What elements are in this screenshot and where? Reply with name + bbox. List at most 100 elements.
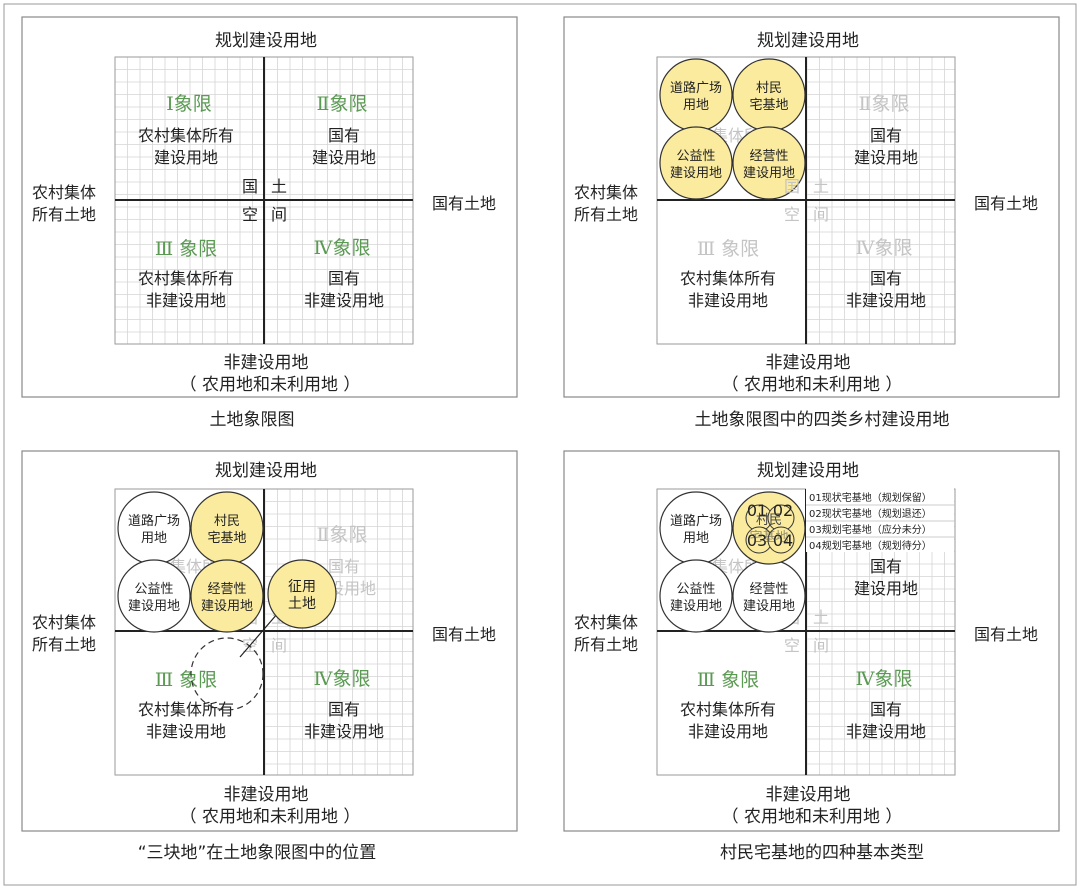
bottom-sub-label: （ 农用地和未利用地 ） xyxy=(180,807,361,827)
bottom-sub-label: （ 农用地和未利用地 ） xyxy=(180,375,361,395)
circle-label: 宅基地 xyxy=(749,530,788,545)
q3-title: Ⅲ 象限 xyxy=(697,669,759,691)
center-char-guo: 国 xyxy=(784,177,800,196)
panel-four-rural-construction-land-types: 规划建设用地 非建设用地 （ 农用地和未利用地 ） 农村集体 所有土地 国有土地… xyxy=(563,16,1060,430)
q3-title: Ⅲ 象限 xyxy=(697,238,759,260)
expropriated-label-line1: 征用 xyxy=(288,579,316,595)
center-char-kong: 空 xyxy=(784,205,800,224)
public-welfare-land-circle xyxy=(117,559,191,633)
circle-label: 建设用地 xyxy=(201,599,253,614)
top-label: 规划建设用地 xyxy=(757,461,859,481)
q4-line1: 国有 xyxy=(328,700,360,719)
legend-background xyxy=(806,488,954,552)
left-label-line1: 农村集体 xyxy=(32,183,96,202)
center-char-tu: 土 xyxy=(813,177,829,196)
center-char-jian: 间 xyxy=(813,636,829,655)
expropriated-land-circle xyxy=(267,559,337,629)
left-label-line1: 农村集体 xyxy=(32,613,96,632)
legend-item: 02现状宅基地（规划退还） xyxy=(809,507,932,520)
q4-line2: 非建设用地 xyxy=(846,722,926,741)
q3-line1: 农村集体所有 xyxy=(138,700,234,719)
sub-circle-label: 02 xyxy=(773,501,793,520)
q4-line2: 非建设用地 xyxy=(304,722,384,741)
dashed-origin-circle xyxy=(190,637,264,711)
q4-line1: 国有 xyxy=(870,700,902,719)
q3-line1: 农村集体所有 xyxy=(680,269,776,288)
circle-label: 宅基地 xyxy=(207,531,246,546)
top-label: 规划建设用地 xyxy=(215,31,317,51)
q2-line2: 建设用地 xyxy=(854,579,918,598)
circle-label: 宅基地 xyxy=(749,98,788,113)
circle-label: 用地 xyxy=(683,531,709,546)
q4-title: Ⅳ象限 xyxy=(856,668,913,690)
q3-line1: 农村集体所有 xyxy=(138,269,234,288)
top-label: 规划建设用地 xyxy=(215,461,317,481)
panel-grid xyxy=(806,57,955,344)
center-char-guo: 国 xyxy=(242,177,258,196)
circle-label: 用地 xyxy=(141,531,167,546)
q3-title: Ⅲ 象限 xyxy=(155,669,217,691)
right-label: 国有土地 xyxy=(432,625,496,644)
top-label: 规划建设用地 xyxy=(757,31,859,51)
panel-frame xyxy=(21,16,518,398)
legend-item: 03规划宅基地（应分未分） xyxy=(809,523,932,536)
center-char-tu: 土 xyxy=(813,608,829,627)
circle-label: 村民 xyxy=(214,514,240,529)
right-label: 国有土地 xyxy=(432,194,496,213)
q4-line1: 国有 xyxy=(870,269,902,288)
circle-label: 建设用地 xyxy=(743,599,795,614)
q2-title: Ⅱ象限 xyxy=(859,93,910,115)
q2-title: Ⅱ象限 xyxy=(317,524,368,546)
panel-land-quadrant-diagram: 规划建设用地 非建设用地 （ 农用地和未利用地 ） 农村集体 所有土地 国有土地… xyxy=(21,16,518,430)
circle-label: 建设用地 xyxy=(670,599,722,614)
q4-line1: 国有 xyxy=(328,269,360,288)
center-char-kong: 空 xyxy=(242,205,258,224)
q3-line2: 非建设用地 xyxy=(146,291,226,310)
circle-label: 道路广场 xyxy=(670,80,722,96)
circle-label: 村民 xyxy=(756,81,782,96)
q3-line2: 非建设用地 xyxy=(146,722,226,741)
sub-circle-label: 04 xyxy=(773,531,793,550)
panel-caption: 村民宅基地的四种基本类型 xyxy=(720,843,924,863)
bottom-sub-label: （ 农用地和未利用地 ） xyxy=(722,807,903,827)
panel-caption: 土地象限图 xyxy=(210,410,295,430)
circle-label: 建设用地 xyxy=(743,166,795,181)
q3-line2: 非建设用地 xyxy=(688,291,768,310)
q4-line2: 非建设用地 xyxy=(846,291,926,310)
q2-line2: 建设用地 xyxy=(854,148,918,167)
sub-circle-label: 03 xyxy=(747,531,767,550)
legend-item: 04规划宅基地（规划待分） xyxy=(809,539,932,552)
circle-label: 经营性 xyxy=(749,582,788,597)
circle-label: 公益性 xyxy=(676,149,715,164)
left-label-line2: 所有土地 xyxy=(574,635,638,654)
left-label-line2: 所有土地 xyxy=(574,205,638,224)
q1-line2: 建设用地 xyxy=(154,148,218,167)
panel-caption: 土地象限图中的四类乡村建设用地 xyxy=(695,410,950,430)
panel-grid xyxy=(264,489,413,775)
q3-line2: 非建设用地 xyxy=(688,722,768,741)
right-label: 国有土地 xyxy=(974,194,1038,213)
circle-label: 公益性 xyxy=(134,582,173,597)
circle-label: 建设用地 xyxy=(128,599,180,614)
center-char-jian: 间 xyxy=(271,205,287,224)
left-label-line2: 所有土地 xyxy=(32,205,96,224)
homestead-circle xyxy=(732,491,806,565)
sub-circle-label: 01 xyxy=(747,501,767,520)
left-label-line2: 所有土地 xyxy=(32,635,96,654)
q2-line1: 国有 xyxy=(870,557,902,576)
center-char-jian: 间 xyxy=(271,636,287,655)
q1-title: Ⅰ象限 xyxy=(166,93,212,115)
q4-title: Ⅳ象限 xyxy=(856,237,913,259)
center-char-jian: 间 xyxy=(813,205,829,224)
circle-label: 道路广场 xyxy=(128,513,180,529)
bottom-label: 非建设用地 xyxy=(766,353,851,373)
bottom-sub-label: （ 农用地和未利用地 ） xyxy=(722,375,903,395)
circle-label: 用地 xyxy=(683,98,709,113)
q1-line1: 农村集体所有 xyxy=(138,126,234,145)
q2-line1: 国有 xyxy=(328,126,360,145)
q3-line1: 农村集体所有 xyxy=(680,700,776,719)
circle-label: 道路广场 xyxy=(670,513,722,529)
public-welfare-land-circle xyxy=(659,559,733,633)
center-char-kong: 空 xyxy=(784,636,800,655)
